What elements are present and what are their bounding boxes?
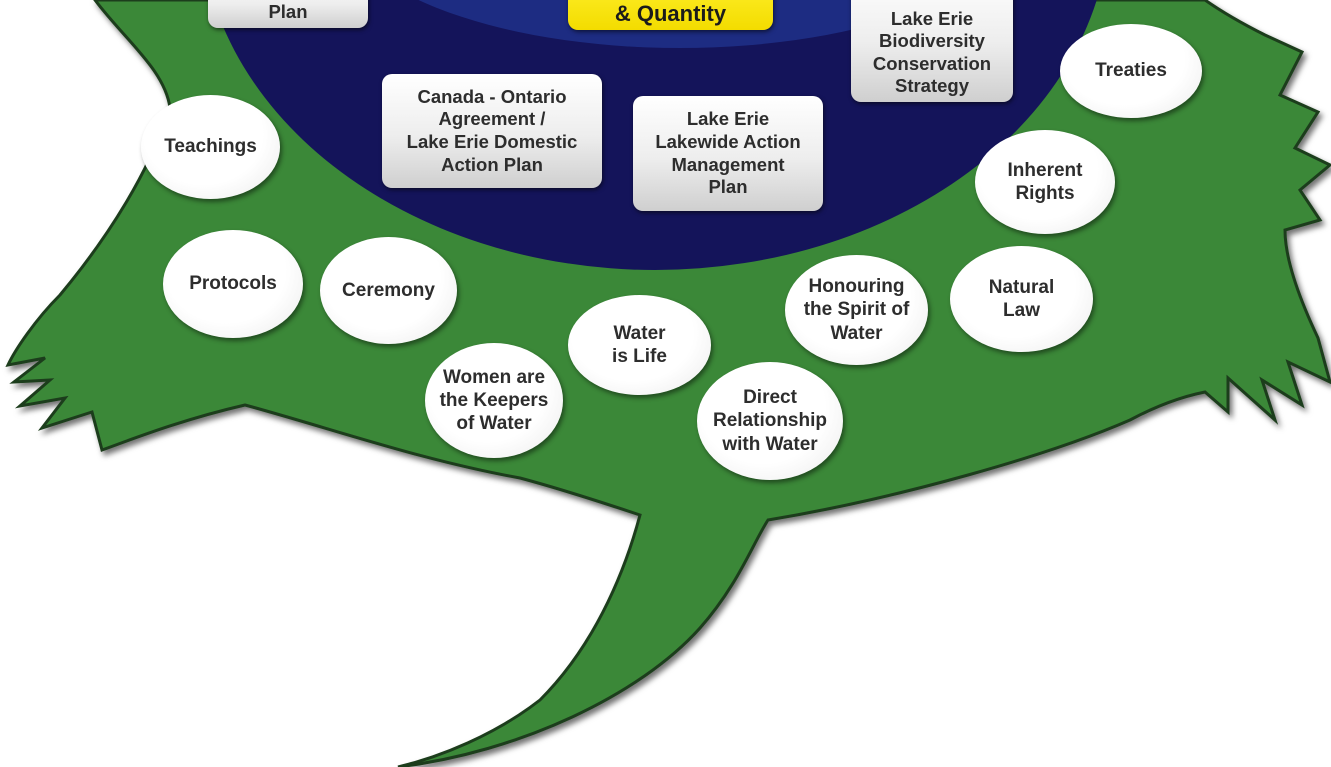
shell-box-quality-quantity: & Quantity xyxy=(568,0,773,30)
principle-treaties: Treaties xyxy=(1060,24,1202,118)
principle-women-keepers-of-water: Women are the Keepers of Water xyxy=(425,343,563,458)
principle-direct-relationship: Direct Relationship with Water xyxy=(697,362,843,480)
principle-honouring-spirit-of-water: Honouring the Spirit of Water xyxy=(785,255,928,365)
principle-protocols: Protocols xyxy=(163,230,303,338)
shell-box-canada-ontario: Canada - Ontario Agreement / Lake Erie D… xyxy=(382,74,602,188)
shell-box-lakewide: Lake Erie Lakewide Action Management Pla… xyxy=(633,96,823,211)
principle-teachings: Teachings xyxy=(141,95,280,199)
principle-ceremony: Ceremony xyxy=(320,237,457,344)
shell-box-biodiversity: Lake Erie Biodiversity Conservation Stra… xyxy=(851,0,1013,102)
principle-natural-law: Natural Law xyxy=(950,246,1093,352)
principle-inherent-rights: Inherent Rights xyxy=(975,130,1115,234)
principle-water-is-life: Water is Life xyxy=(568,295,711,395)
shell-box-plan: Plan xyxy=(208,0,368,28)
